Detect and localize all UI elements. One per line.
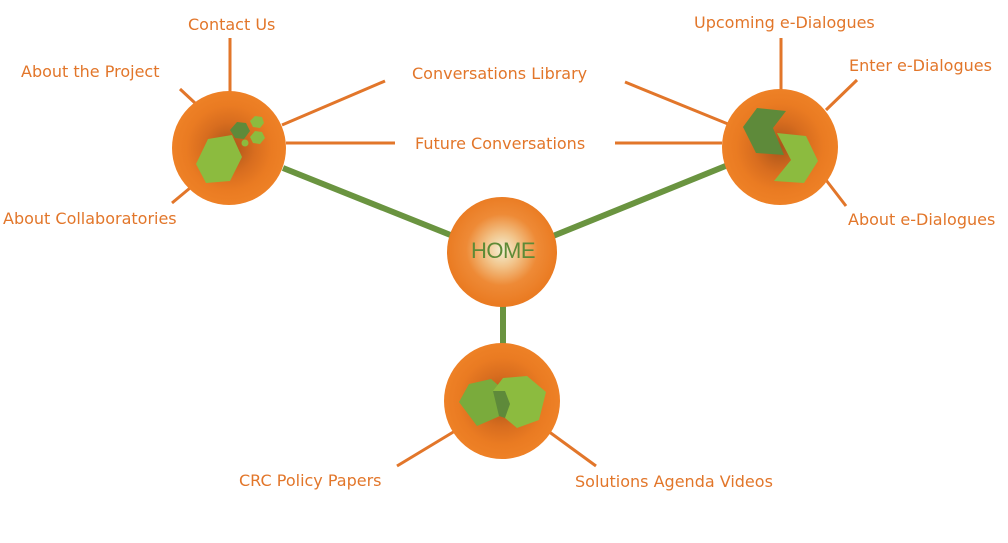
spoke-conv-library-right — [624, 80, 729, 126]
hexagon-cluster-icon — [196, 116, 265, 183]
spoke-solutions — [547, 429, 597, 468]
link-enter-edialogues[interactable]: Enter e-Dialogues — [849, 56, 992, 75]
spoke-about-edialogues — [824, 179, 848, 207]
link-contact-us[interactable]: Contact Us — [188, 15, 276, 34]
policy-node[interactable] — [444, 343, 560, 459]
collaboratories-node[interactable] — [172, 91, 286, 205]
spoke-about-collaboratories — [171, 186, 191, 205]
spoke-crc-papers — [396, 429, 456, 468]
spoke-about-project — [178, 87, 197, 105]
home-node[interactable] — [447, 197, 557, 307]
chevron-exchange-icon — [743, 108, 818, 183]
orange-spokes — [171, 38, 859, 468]
connector-home-collaboratories — [281, 165, 455, 239]
home-button[interactable]: HOME — [471, 238, 536, 263]
double-hexagon-icon — [459, 376, 546, 428]
spoke-conv-library-left — [281, 79, 386, 127]
link-about-project[interactable]: About the Project — [21, 62, 160, 81]
edialogues-node[interactable] — [722, 89, 838, 205]
link-future-conversations[interactable]: Future Conversations — [415, 134, 586, 153]
link-about-edialogues[interactable]: About e-Dialogues — [848, 210, 996, 229]
link-about-collaboratories[interactable]: About Collaboratories — [3, 209, 177, 228]
link-upcoming-edialogues[interactable]: Upcoming e-Dialogues — [694, 13, 875, 32]
link-conversations-library[interactable]: Conversations Library — [412, 64, 588, 83]
connector-home-edialogues — [551, 162, 730, 239]
green-connectors — [281, 162, 730, 345]
link-crc-policy-papers[interactable]: CRC Policy Papers — [239, 471, 382, 490]
spoke-enter — [824, 78, 859, 112]
link-solutions-agenda-videos[interactable]: Solutions Agenda Videos — [575, 472, 773, 491]
